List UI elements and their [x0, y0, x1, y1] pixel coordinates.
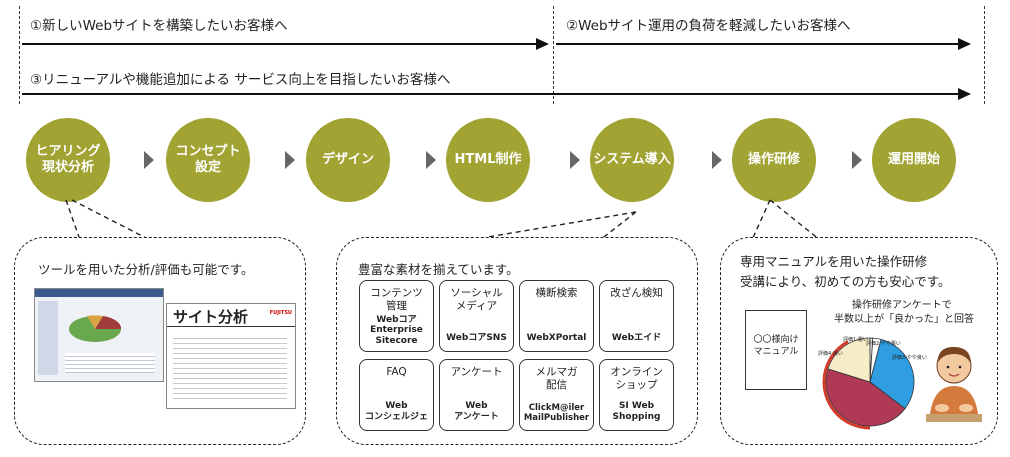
fujitsu-logo: FUJITSU — [269, 310, 292, 316]
pie-slice — [869, 338, 915, 410]
scope-arrow-2 — [556, 43, 960, 45]
chevron-right-icon — [426, 151, 436, 169]
survey-caption-2: 半数以上が「良かった」と回答 — [834, 314, 974, 325]
analysis-screenshot-front: サイト分析 FUJITSU — [166, 303, 296, 409]
arrow-head-icon — [536, 38, 549, 50]
chevron-right-icon — [285, 151, 295, 169]
step-operation: 運用開始 — [872, 118, 956, 202]
presenter-person-icon — [926, 346, 982, 422]
callout-materials-text: 豊富な素材を揃えています。 — [358, 262, 519, 277]
callout-analysis-text: ツールを用いた分析/評価も可能です。 — [38, 262, 254, 277]
survey-pie-chart — [822, 334, 918, 430]
scope-divider-right — [984, 6, 985, 104]
callout-training-line2: 受講により、初めての方も安心です。 — [740, 274, 951, 289]
scope-divider-mid — [553, 6, 554, 104]
pie-slice — [827, 337, 871, 383]
step-html: HTML制作 — [446, 118, 530, 202]
pie-highlight-ring — [822, 334, 918, 430]
scope-operation: ②Webサイト運用の負荷を軽減したいお客様へ — [566, 18, 851, 34]
step-system: システム導入 — [590, 118, 674, 202]
step-concept: コンセプト 設定 — [166, 118, 250, 202]
callout-training-line1: 専用マニュアルを用いた操作研修 — [740, 254, 928, 269]
chevron-right-icon — [570, 151, 580, 169]
chevron-right-icon — [712, 151, 722, 169]
pie-label-good: 評価4:良い — [818, 351, 843, 357]
step-training: 操作研修 — [732, 118, 816, 202]
chevron-right-icon — [144, 151, 154, 169]
pie-label-slightly-good: 評価3:やや良い — [892, 355, 927, 361]
scope-divider-left — [19, 6, 20, 104]
step-hearing: ヒアリング 現状分析 — [26, 118, 110, 202]
arrow-head-icon — [958, 88, 971, 100]
pie-slice — [825, 368, 906, 427]
pie-label-bad: 評価1:悪い — [843, 337, 868, 343]
analysis-screenshot-back — [34, 288, 164, 382]
scope-arrow-3 — [22, 93, 960, 95]
survey-caption-1: 操作研修アンケートで — [852, 300, 952, 311]
pie-chart-icon — [69, 315, 122, 342]
manual-text: 〇〇様向け マニュアル — [753, 335, 799, 357]
step-design: デザイン — [306, 118, 390, 202]
chevron-right-icon — [852, 151, 862, 169]
manual-document: 〇〇様向け マニュアル — [745, 310, 807, 390]
scope-renewal: ③リニューアルや機能追加による サービス向上を目指したいお客様へ — [30, 72, 451, 88]
scope-arrow-1 — [22, 43, 538, 45]
screenshot-title: サイト分析 — [173, 308, 249, 326]
scope-new-site: ①新しいWebサイトを構築したいお客様へ — [30, 18, 288, 34]
arrow-head-icon — [958, 38, 971, 50]
pie-label-slightly-bad: 評価2:やや悪い — [866, 341, 901, 347]
